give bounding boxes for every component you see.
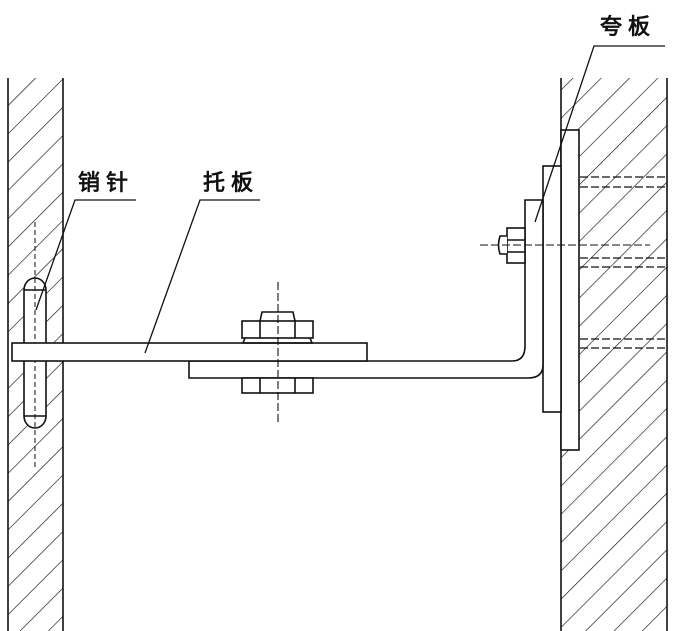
span-plate-label: 夸板: [600, 15, 657, 40]
leader-lines: [35, 45, 665, 354]
span-plate: [560, 129, 580, 451]
support-plate-label: 托板: [203, 171, 260, 196]
support-plate: [11, 342, 368, 362]
pin-label: 销针: [78, 171, 135, 196]
wall-bolt: [480, 227, 650, 264]
backing-plate: [542, 165, 562, 413]
center-bolt: [241, 282, 314, 425]
